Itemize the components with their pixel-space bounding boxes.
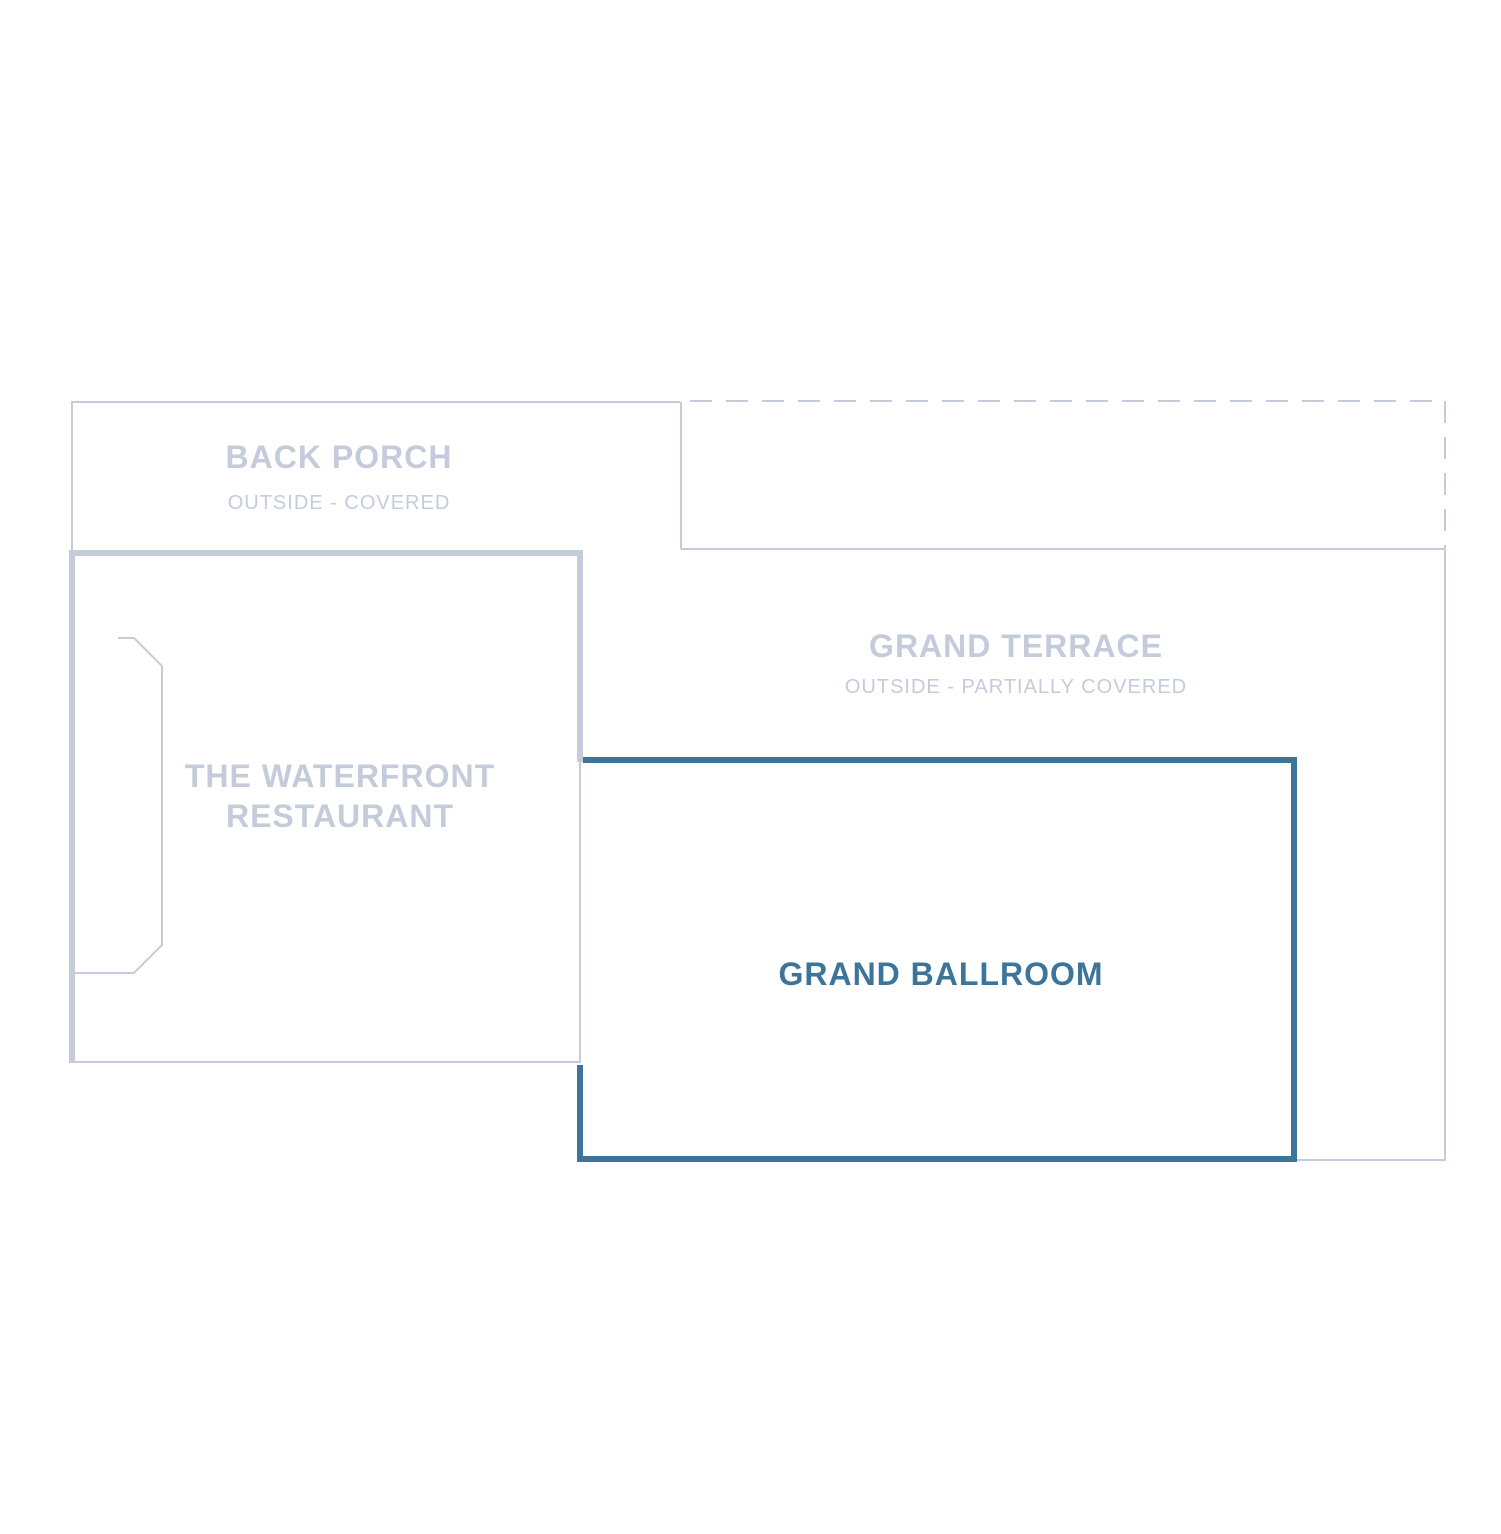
grand-ballroom-area[interactable]: GRAND BALLROOM bbox=[577, 757, 1297, 1162]
terrace-covered-section bbox=[681, 400, 1446, 550]
waterfront-restaurant-title-line2: RESTAURANT bbox=[226, 798, 454, 834]
waterfront-restaurant-title-line1: THE WATERFRONT bbox=[185, 758, 495, 794]
grand-ballroom-title: GRAND BALLROOM bbox=[778, 956, 1103, 992]
waterfront-restaurant-thin-wall bbox=[72, 762, 581, 1063]
back-porch-outline bbox=[71, 401, 680, 552]
back-porch-subtitle: OUTSIDE - COVERED bbox=[228, 492, 451, 514]
waterfront-restaurant-area[interactable]: THE WATERFRONT RESTAURANT bbox=[69, 550, 583, 1063]
grand-terrace-subtitle: OUTSIDE - PARTIALLY COVERED bbox=[845, 676, 1187, 698]
waterfront-restaurant-thick-wall bbox=[69, 550, 583, 1063]
back-porch-title: BACK PORCH bbox=[226, 439, 453, 475]
grand-ballroom-outline bbox=[577, 757, 1297, 1162]
grand-terrace-title: GRAND TERRACE bbox=[869, 628, 1163, 664]
bar-counter-outline bbox=[74, 637, 163, 974]
grand-terrace-area[interactable]: GRAND TERRACE OUTSIDE - PARTIALLY COVERE… bbox=[845, 549, 1446, 1161]
grand-terrace-outline bbox=[1294, 549, 1446, 1161]
back-porch-area[interactable]: BACK PORCH OUTSIDE - COVERED bbox=[71, 401, 682, 552]
